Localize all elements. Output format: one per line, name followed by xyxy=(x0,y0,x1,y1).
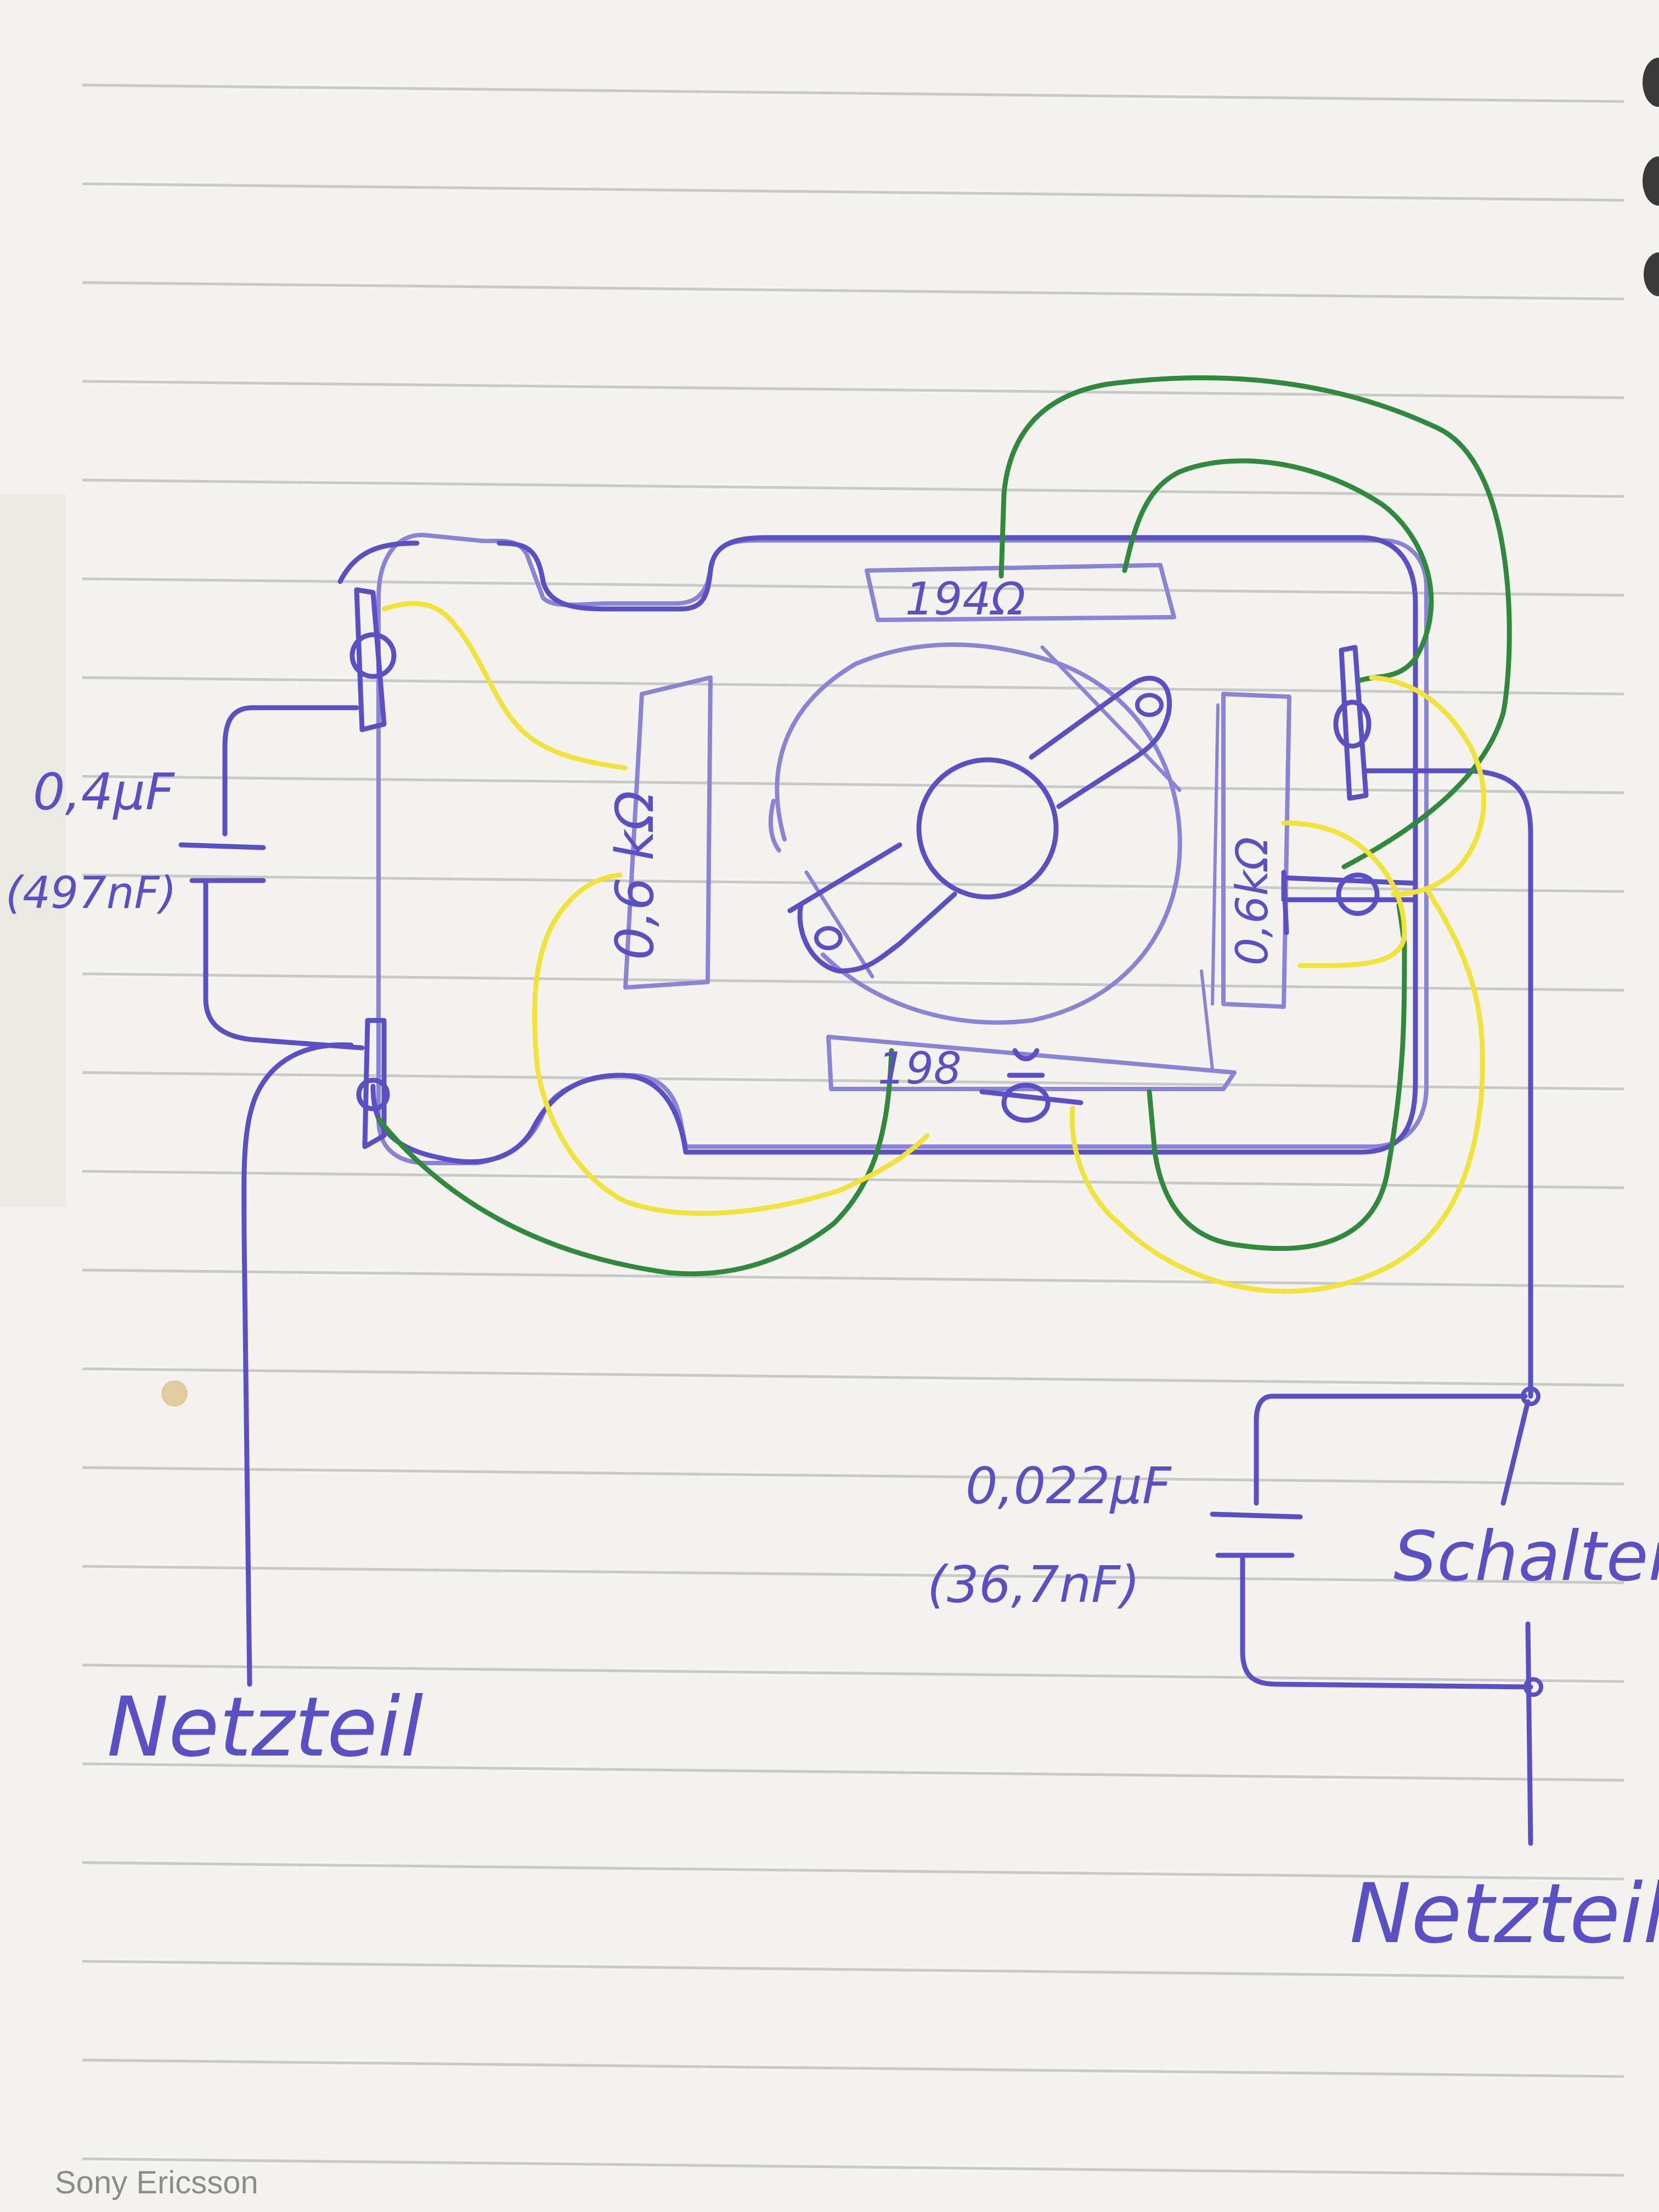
ruled-line xyxy=(82,1960,1624,1979)
ruled-line xyxy=(82,676,1624,696)
resistor-top xyxy=(865,563,1176,622)
paper-stain xyxy=(161,1380,188,1407)
ruled-line xyxy=(82,1565,1624,1584)
resistor-left-center-label: 0,6 kΩ xyxy=(605,791,665,960)
ruled-line xyxy=(82,2157,1624,2177)
ruled-line xyxy=(82,2058,1624,2078)
ruled-line xyxy=(82,1367,1624,1387)
wire-to-right-capacitor xyxy=(1254,1393,1528,1506)
yellow-wire-right-upper xyxy=(1369,675,1487,897)
ruled-line xyxy=(82,1861,1624,1881)
resistor-left-center xyxy=(623,675,713,990)
resistor-top-label: 194Ω xyxy=(905,573,1025,625)
wire-right-main xyxy=(1468,768,1533,1399)
wire-switch-lower xyxy=(1525,1621,1533,1846)
yellow-wire-top-left xyxy=(381,601,628,771)
capacitor-right-alt-value: (36,7nF) xyxy=(927,1555,1140,1614)
ruled-line xyxy=(82,873,1624,893)
green-wire-right-down xyxy=(1147,902,1407,1251)
terminal-top-right xyxy=(1333,645,1473,801)
resistor-bottom xyxy=(826,1035,1237,1091)
yellow-wire-right-middle xyxy=(1281,820,1407,968)
ruled-line xyxy=(82,182,1624,202)
resistor-right-label: 0,6kΩ xyxy=(1227,837,1278,966)
ruled-line xyxy=(82,1268,1624,1288)
terminal-top-left xyxy=(349,587,397,732)
green-wire-bottom-left xyxy=(376,1048,894,1277)
capacitor-left-alt-value: (497nF) xyxy=(5,867,177,918)
capacitor-left-value: 0,4μF xyxy=(33,763,175,821)
ruled-line xyxy=(82,83,1624,103)
wire-left-capacitor-bottom xyxy=(203,881,365,1051)
spiral-binding xyxy=(1643,58,1659,296)
terminal-bottom-center xyxy=(979,1048,1084,1123)
terminal-right xyxy=(1281,870,1418,935)
wire-left-capacitor-top xyxy=(222,705,359,837)
capacitor-left-plate-top xyxy=(178,842,266,850)
wire-left-supply xyxy=(241,1042,354,1687)
yellow-wire-bottom-right xyxy=(1069,886,1485,1294)
terminal-bottom-left xyxy=(356,1018,390,1149)
yellow-wire-left-loop xyxy=(532,872,930,1216)
ruled-line xyxy=(82,1170,1624,1189)
supply-left-label: Netzteil xyxy=(107,1680,424,1775)
ruled-line xyxy=(82,1071,1624,1091)
capacitor-right-value: 0,022μF xyxy=(966,1457,1172,1515)
motor-disc-left-edge xyxy=(768,799,781,853)
camera-brand-watermark: Sony Ericsson xyxy=(55,2165,258,2200)
motor-arm xyxy=(787,675,1172,974)
switch-label: Schalter xyxy=(1393,1517,1659,1596)
switch-lever xyxy=(1500,1399,1531,1506)
arm-pivot-right xyxy=(1135,693,1164,717)
ruled-line xyxy=(82,1466,1624,1486)
arm-pivot-left xyxy=(814,926,843,950)
motor-hub xyxy=(916,757,1059,900)
green-wire-top-inner xyxy=(1122,458,1434,683)
ruled-line xyxy=(82,380,1624,399)
motor-cross-line-2 xyxy=(804,870,874,979)
inner-wire-loop xyxy=(337,535,1418,1165)
motor-cross-line-1 xyxy=(1040,645,1182,792)
ruled-line xyxy=(82,1663,1624,1683)
resistor-bottom-label: 198 xyxy=(878,1043,962,1094)
supply-right-label: Netzteil xyxy=(1350,1866,1659,1962)
resistor-right xyxy=(1221,692,1291,1009)
green-wire-top-outer xyxy=(998,375,1512,870)
paper-shadow xyxy=(0,494,66,1207)
capacitor-right-plate-top xyxy=(1210,1511,1303,1520)
ruled-line xyxy=(82,1762,1624,1782)
ruled-line xyxy=(82,281,1624,301)
wire-right-capacitor-bottom xyxy=(1240,1555,1533,1690)
junction-bottom-right xyxy=(1523,1677,1543,1697)
resistor-right-shadow xyxy=(1200,703,1220,1071)
